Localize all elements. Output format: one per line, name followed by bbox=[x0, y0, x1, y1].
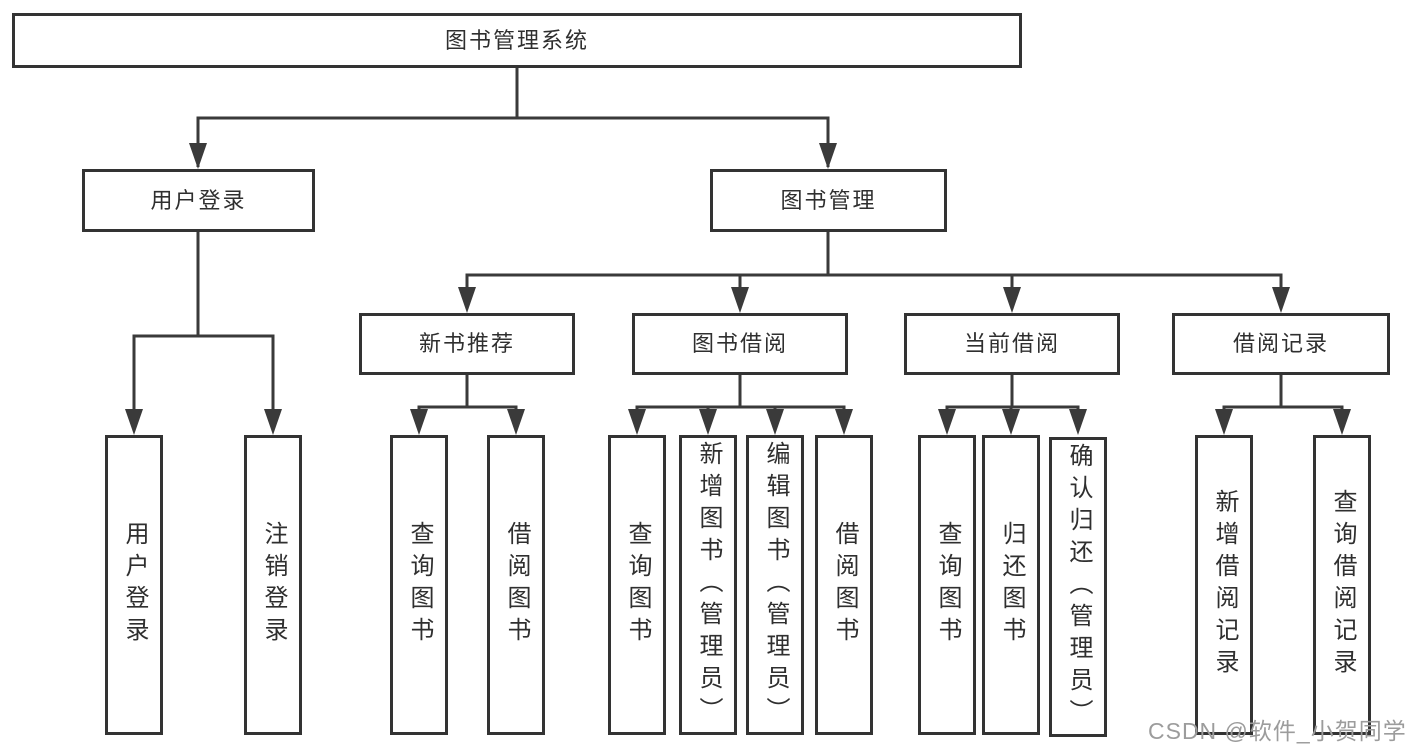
node-label: 新增借阅记录 bbox=[1211, 489, 1238, 681]
node-label: 查询图书 bbox=[406, 521, 433, 649]
node-borrow-records: 借阅记录 bbox=[1172, 313, 1390, 375]
node-leaf-confirm-return-admin: 确认归还（管理员） bbox=[1049, 437, 1107, 737]
node-leaf-query-books-3: 查询图书 bbox=[918, 435, 976, 735]
node-leaf-user-login: 用户登录 bbox=[105, 435, 163, 735]
node-leaf-query-books-2: 查询图书 bbox=[608, 435, 666, 735]
node-label: 当前借阅 bbox=[963, 331, 1060, 356]
node-label: 用户登录 bbox=[121, 521, 148, 649]
node-user-login: 用户登录 bbox=[82, 169, 315, 232]
node-leaf-query-books-1: 查询图书 bbox=[390, 435, 448, 735]
node-label: 注销登录 bbox=[260, 521, 287, 649]
node-leaf-return-book: 归还图书 bbox=[982, 435, 1040, 735]
node-leaf-add-book-admin: 新增图书（管理员） bbox=[679, 435, 737, 735]
node-leaf-borrow-books-2: 借阅图书 bbox=[815, 435, 873, 735]
watermark: CSDN @软件_小贺同学 bbox=[1148, 718, 1405, 744]
node-label: 查询图书 bbox=[934, 521, 961, 649]
node-label: 查询借阅记录 bbox=[1329, 489, 1356, 681]
node-label: 图书管理 bbox=[780, 187, 877, 213]
node-label: 新增图书（管理员） bbox=[695, 441, 722, 729]
node-book-borrow: 图书借阅 bbox=[632, 313, 848, 375]
node-label: 确认归还（管理员） bbox=[1065, 443, 1092, 731]
node-label: 归还图书 bbox=[998, 521, 1025, 649]
node-current-borrow: 当前借阅 bbox=[904, 313, 1120, 375]
node-library-system: 图书管理系统 bbox=[12, 13, 1022, 68]
node-label: 查询图书 bbox=[624, 521, 651, 649]
node-label: 借阅记录 bbox=[1232, 331, 1329, 356]
node-label: 借阅图书 bbox=[831, 521, 858, 649]
node-leaf-edit-book-admin: 编辑图书（管理员） bbox=[746, 435, 804, 735]
node-label: 新书推荐 bbox=[418, 331, 515, 356]
node-label: 用户登录 bbox=[150, 187, 247, 213]
node-leaf-logout: 注销登录 bbox=[244, 435, 302, 735]
node-label: 图书借阅 bbox=[691, 331, 788, 356]
node-new-book-recommend: 新书推荐 bbox=[359, 313, 575, 375]
node-label: 图书管理系统 bbox=[444, 27, 589, 53]
node-book-management: 图书管理 bbox=[710, 169, 947, 232]
node-label: 编辑图书（管理员） bbox=[762, 441, 789, 729]
node-leaf-borrow-books-1: 借阅图书 bbox=[487, 435, 545, 735]
node-label: 借阅图书 bbox=[503, 521, 530, 649]
node-leaf-add-borrow-record: 新增借阅记录 bbox=[1195, 435, 1253, 735]
node-leaf-query-borrow-record: 查询借阅记录 bbox=[1313, 435, 1371, 735]
